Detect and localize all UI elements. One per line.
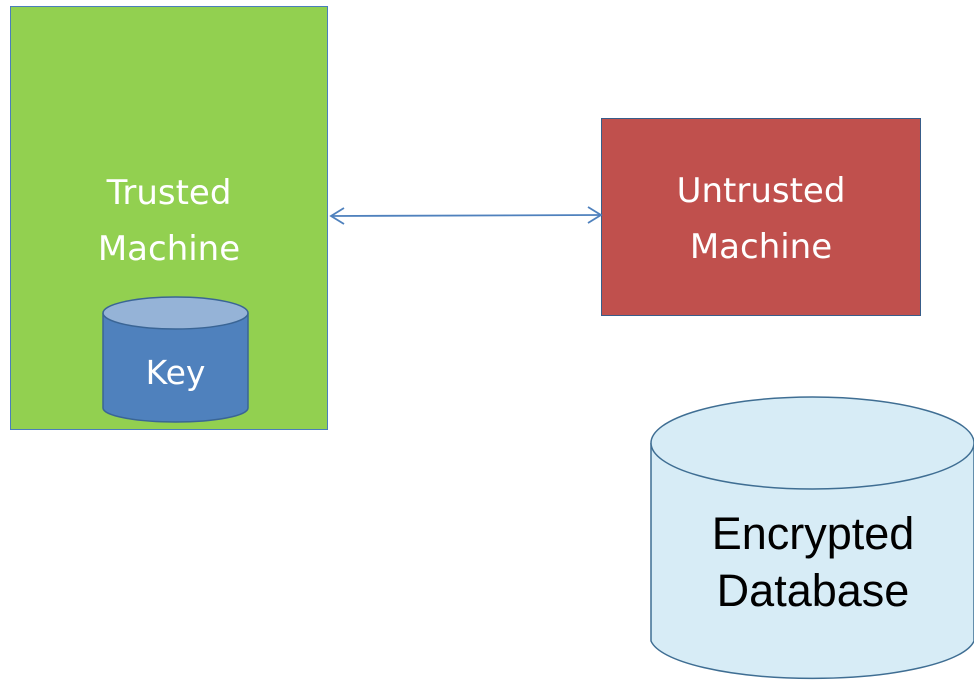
untrusted-machine-label-line1: Untrusted [676, 171, 846, 211]
untrusted-machine-box [601, 118, 921, 316]
database-cylinder-icon [650, 396, 974, 680]
untrusted-machine-label: Untrusted Machine [601, 163, 921, 275]
encrypted-database-label-line1: Encrypted [711, 508, 915, 559]
trusted-machine-label-line2: Machine [97, 229, 241, 269]
bidirectional-arrow [329, 206, 603, 225]
trusted-machine-label: Trusted Machine [10, 165, 328, 277]
encrypted-database-label-line2: Database [716, 565, 910, 616]
key-label: Key [145, 353, 206, 392]
trusted-machine-label-line1: Trusted [106, 173, 232, 213]
untrusted-machine-label-line2: Machine [689, 227, 833, 267]
key-cylinder-icon [102, 296, 249, 423]
encrypted-database-label: Encrypted Database [650, 505, 974, 619]
